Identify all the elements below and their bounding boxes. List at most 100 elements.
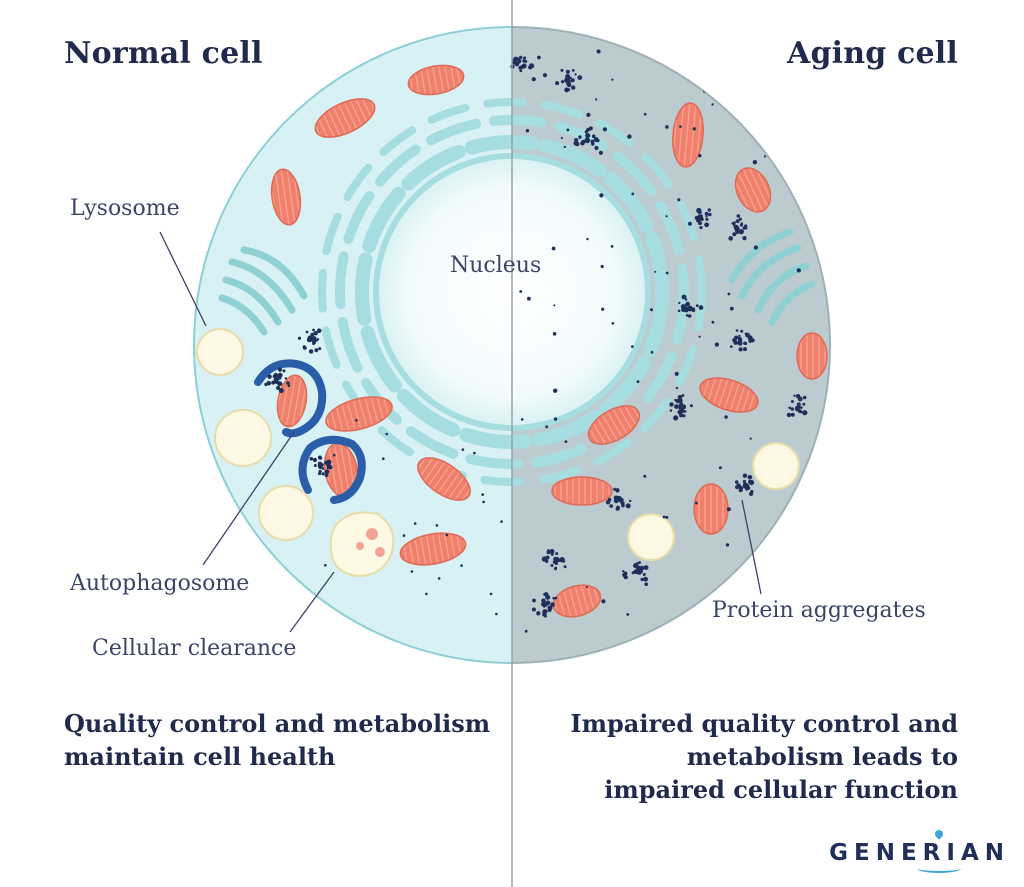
aggregate-dot [596, 49, 601, 54]
aggregate-dot [677, 198, 681, 202]
label-protein-aggregates: Protein aggregates [712, 598, 926, 623]
aggregate-dot [551, 246, 556, 251]
aggregate-dot [460, 564, 463, 567]
mitochondrion [270, 168, 302, 226]
aggregate-dot [665, 271, 669, 275]
caption-aging: Impaired quality control and metabolism … [570, 707, 958, 806]
aggregate-cluster [297, 328, 322, 354]
aggregate-dot [669, 409, 673, 412]
lysosome [627, 513, 675, 561]
logo-ripple-icon [917, 864, 962, 873]
aggregate-dot [752, 76, 755, 78]
aggregate-dot [675, 386, 679, 390]
aggregate-dot [760, 117, 763, 121]
aggregate-dot [563, 145, 566, 149]
aggregate-dot [752, 160, 758, 165]
aggregate-dot [808, 132, 813, 136]
aggregate-dot [586, 112, 591, 117]
aggregate-dot [769, 147, 772, 151]
aggregate-dot [665, 515, 669, 519]
aggregate-dot [437, 577, 441, 580]
aggregate-dot [814, 485, 819, 490]
mitochondrion [693, 483, 729, 535]
aggregate-dot [531, 77, 536, 82]
mitochondrion [734, 167, 772, 213]
caption-aging-line3: impaired cellular function [604, 775, 958, 804]
aggregate-dot [461, 448, 465, 451]
aggregate-cluster [734, 473, 755, 496]
aggregate-dot [519, 290, 523, 293]
mitochondrion [551, 476, 613, 506]
aggregate-dot [698, 154, 702, 158]
lysosome [214, 409, 272, 467]
aggregate-dot [726, 507, 731, 512]
aggregate-dot [698, 335, 701, 338]
aggregate-dot [600, 264, 604, 269]
aggregate-dot [542, 73, 548, 78]
aggregate-cluster [541, 549, 567, 571]
aggregate-cluster [573, 126, 600, 151]
aggregate-dot [725, 543, 730, 547]
aggregate-dot [552, 332, 557, 336]
aggregate-dot [599, 193, 604, 198]
leader-protein-aggregates [741, 499, 762, 595]
title-aging-cell: Aging cell [786, 36, 958, 71]
aggregate-dot [410, 570, 414, 573]
cellular-clearance-vesicle [329, 511, 395, 578]
aggregate-dot [601, 599, 606, 604]
aggregate-dot [727, 292, 731, 296]
aggregate-cluster [786, 394, 808, 418]
aggregate-dot [435, 524, 439, 527]
aggregate-dot [679, 125, 682, 128]
aggregate-dot [653, 632, 657, 636]
aggregate-dot [631, 192, 635, 196]
aggregate-dot [714, 342, 720, 347]
aggregate-dot [402, 534, 406, 537]
caption-aging-line2: metabolism leads to [686, 742, 958, 771]
aggregate-dot [425, 592, 428, 596]
aggregate-cluster [622, 561, 649, 582]
aggregate-dot [495, 612, 498, 616]
aggregate-dot [627, 134, 632, 139]
mitochondrion [699, 377, 759, 413]
caption-normal-line2: maintain cell health [64, 742, 336, 771]
aggregate-dot [553, 417, 558, 421]
aggregate-dot [525, 129, 530, 133]
aggregate-dot [650, 350, 654, 354]
aggregate-dot [611, 78, 614, 81]
lysosomes [196, 328, 800, 561]
aggregate-dot [382, 457, 385, 461]
aggregate-dot [711, 103, 714, 106]
aggregate-dot [413, 522, 417, 525]
aggregate-dot [610, 245, 614, 248]
mitochondrion [587, 405, 641, 445]
aggregate-dot [753, 245, 759, 250]
aggregate-dot [809, 551, 812, 554]
aggregate-dot [482, 500, 485, 504]
mitochondria [270, 64, 828, 618]
mitochondrion [314, 98, 376, 138]
caption-aging-line1: Impaired quality control and [570, 709, 958, 738]
aggregate-cluster [669, 394, 693, 421]
aggregate-dot [537, 55, 541, 60]
aggregate-dot [500, 520, 503, 523]
aggregate-dot [553, 388, 558, 393]
aggregate-cluster [605, 487, 632, 511]
aggregate-dot [574, 73, 577, 76]
aggregate-dot [662, 515, 666, 519]
aggregate-dot [564, 440, 568, 443]
leader-cellular-clearance [289, 571, 335, 633]
aggregate-dot [545, 425, 549, 429]
lysosome [258, 485, 314, 541]
mitochondrion [325, 396, 393, 432]
mitochondrion [796, 332, 828, 380]
aggregate-dot [665, 125, 669, 129]
aggregate-cluster [309, 455, 333, 478]
aggregate-dot [643, 474, 647, 478]
generian-logo: GENERIAN [829, 828, 1010, 873]
lysosome [752, 442, 800, 490]
golgi-apparatus-left [218, 246, 308, 336]
leader-lines [159, 231, 762, 633]
lysosome [196, 328, 244, 376]
mitochondrion [407, 64, 465, 96]
